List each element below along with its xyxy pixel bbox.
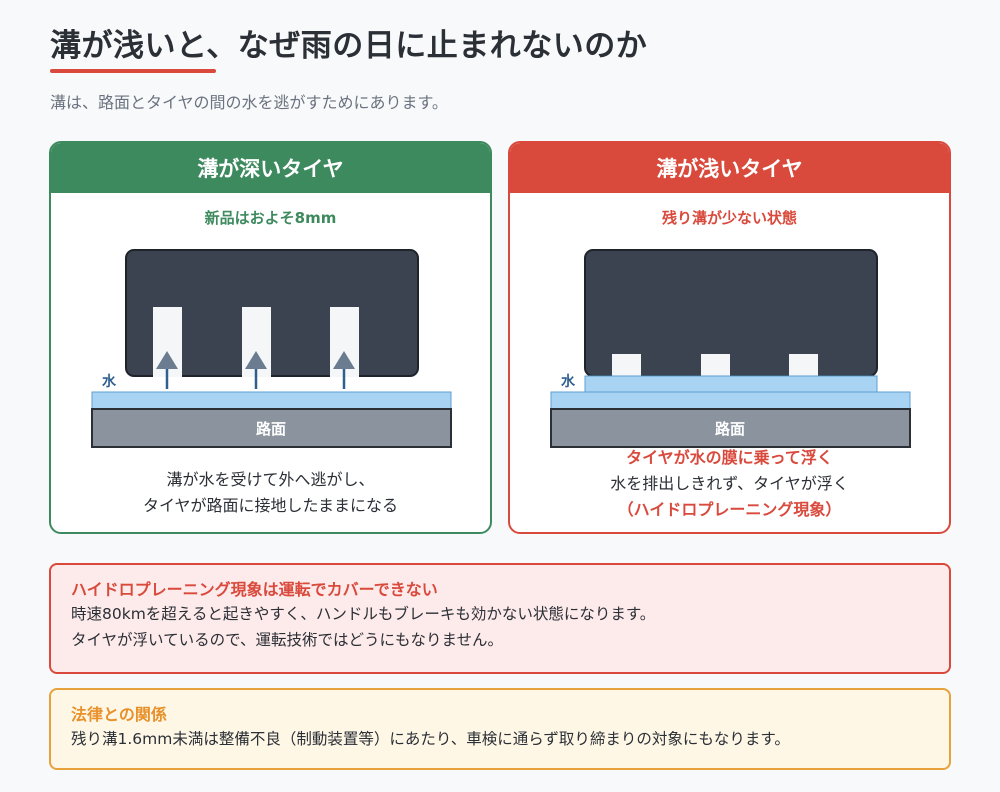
float-warning: タイヤが水の膜に乗って浮く: [626, 448, 833, 467]
road-label: 路面: [715, 420, 745, 438]
water-layer: [550, 391, 911, 410]
title-underline: [50, 69, 216, 73]
caption-line: 水を排出しきれず、タイヤが浮く: [610, 474, 849, 493]
up-arrow-icon: [333, 351, 355, 369]
caption-line: 溝が水を受けて外へ逃がし、: [166, 470, 375, 489]
deep-groove-panel: 溝が深いタイヤ 新品はおよそ8mm 水 路面 溝が水を受けて外へ逃がし、 タイヤ…: [49, 141, 492, 534]
law-title: 法律との関係: [71, 705, 167, 724]
water-film: [584, 375, 878, 393]
caption-line: （ハイドロプレーニング現象）: [617, 500, 842, 519]
water-label: 水: [561, 373, 576, 390]
caption-line: タイヤが路面に接地したままになる: [142, 496, 399, 515]
tire-groove: [612, 354, 641, 377]
law-line: 残り溝1.6mm未満は整備不良（制動装置等）にあたり、車検に通らず取り締まりの対…: [71, 730, 790, 748]
warning-line: 時速80kmを超えると起きやすく、ハンドルもブレーキも効かない状態になります。: [71, 605, 656, 623]
warning-line: タイヤが浮いているので、運転技術ではどうにもなりません。: [71, 631, 503, 649]
road-surface: [550, 408, 911, 448]
law-info-box: 法律との関係 残り溝1.6mm未満は整備不良（制動装置等）にあたり、車検に通らず…: [49, 688, 951, 770]
up-arrow-icon: [156, 351, 178, 369]
shallow-groove-diagram: 水 路面: [550, 249, 911, 448]
shallow-groove-panel-title: 溝が浅いタイヤ: [510, 143, 949, 193]
page-subtitle: 溝は、路面とタイヤの間の水を逃がすためにあります。: [50, 93, 448, 112]
deep-groove-caption: 溝が水を受けて外へ逃がし、 タイヤが路面に接地したままになる: [51, 467, 490, 519]
water-label: 水: [102, 373, 117, 390]
deep-groove-panel-title: 溝が深いタイヤ: [51, 143, 490, 193]
page-title: 溝が浅いと、なぜ雨の日に止まれないのか: [50, 28, 648, 64]
warning-title: ハイドロプレーニング現象は運転でカバーできない: [71, 580, 438, 599]
shallow-groove-panel: 溝が浅いタイヤ 残り溝が少ない状態 水 路面 タイヤが水の膜に乗って浮く 水を排…: [508, 141, 951, 534]
shallow-groove-caption: タイヤが水の膜に乗って浮く 水を排出しきれず、タイヤが浮く （ハイドロプレーニン…: [510, 445, 949, 523]
deep-groove-diagram: 水 路面: [91, 249, 452, 448]
road-surface: [91, 408, 452, 448]
tire-groove: [789, 354, 818, 377]
deep-groove-panel-subtitle: 新品はおよそ8mm: [204, 209, 337, 227]
up-arrow-icon: [245, 351, 267, 369]
shallow-groove-panel-subtitle: 残り溝が少ない状態: [661, 209, 797, 227]
water-layer: [91, 391, 452, 410]
hydroplaning-warning-box: ハイドロプレーニング現象は運転でカバーできない 時速80kmを超えると起きやすく…: [49, 563, 951, 674]
tire-groove: [701, 354, 730, 377]
road-label: 路面: [256, 420, 286, 438]
